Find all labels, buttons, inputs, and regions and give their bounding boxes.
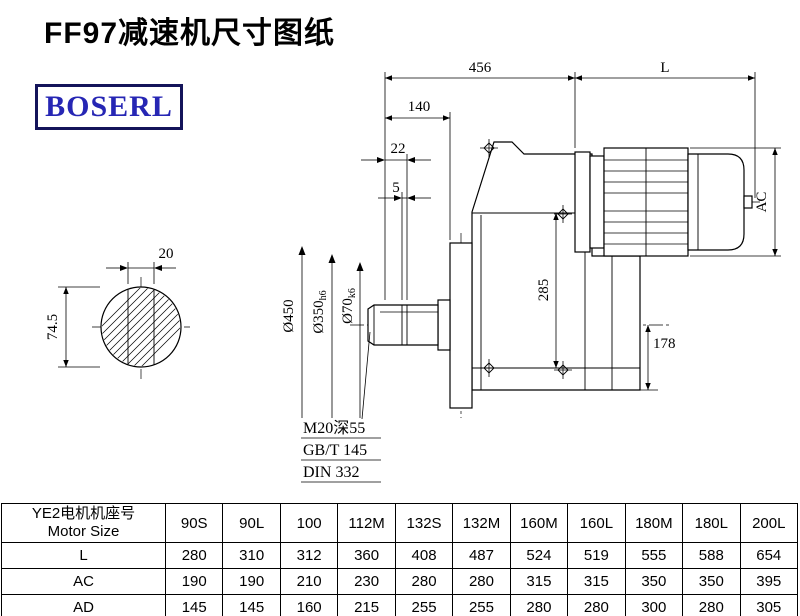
table-row: L 280 310 312 360 408 487 524 519 555 58…: [1, 542, 799, 569]
dim-label-motor-length: L: [660, 60, 669, 76]
cell: 312: [279, 542, 339, 569]
note-tapped-hole: M20深55: [303, 419, 365, 437]
cell: 305: [739, 594, 799, 616]
dimension-section-height: 74.5: [45, 286, 100, 368]
cell: 315: [509, 568, 569, 595]
row-label: AC: [1, 568, 166, 595]
cell: 280: [567, 594, 626, 616]
notes-block: M20深55 GB/T 145 DIN 332: [301, 331, 381, 483]
row-label: AD: [1, 594, 166, 616]
cell: 280: [394, 568, 454, 595]
dim-label-overall-width: 456: [469, 60, 492, 76]
diameter-callouts: Ø450 Ø350h6 Ø70k6: [281, 246, 364, 418]
motor-size-table: YE2电机机座号 Motor Size 90S 90L 100 112M 132…: [1, 503, 799, 616]
cell: 654: [739, 542, 799, 569]
column-header: 100: [279, 503, 339, 543]
cell: 588: [682, 542, 741, 569]
dimension-drawing: 20 74.5: [45, 60, 781, 483]
cell: 487: [452, 542, 511, 569]
dim-label-22: 22: [391, 141, 406, 157]
note-standard-gb: GB/T 145: [303, 442, 367, 459]
note-standard-din: DIN 332: [303, 464, 359, 481]
shaft-section-view: 20 74.5: [45, 246, 190, 379]
table-header-en: Motor Size: [47, 523, 120, 540]
cell: 300: [624, 594, 684, 616]
dim-label-178: 178: [653, 336, 676, 352]
column-header: 132S: [394, 503, 454, 543]
dim-label-flange-dia: Ø450: [281, 299, 297, 332]
table-header-row: YE2电机机座号 Motor Size 90S 90L 100 112M 132…: [1, 503, 799, 543]
cell: 210: [279, 568, 339, 595]
fan-cowl: [687, 153, 745, 251]
dimension-key-width: 20: [106, 246, 176, 284]
column-header: 160M: [509, 503, 569, 543]
cell: 524: [509, 542, 569, 569]
dim-label-140: 140: [408, 99, 431, 115]
cell: 190: [222, 568, 281, 595]
column-header: 180M: [624, 503, 684, 543]
column-header: 90L: [222, 503, 281, 543]
cell: 395: [739, 568, 799, 595]
cell: 408: [394, 542, 454, 569]
bolt-hole: [554, 361, 572, 379]
dim-label-section-height: 74.5: [45, 314, 61, 340]
cell: 360: [337, 542, 396, 569]
page-title: FF97减速机尺寸图纸: [44, 17, 336, 50]
dimensions: 456 L 140 22 5 AC 285: [361, 60, 781, 391]
cell: 350: [682, 568, 741, 595]
cell: 315: [567, 568, 626, 595]
bolt-hole: [480, 139, 498, 157]
table-row: AD 145 145 160 215 255 255 280 280 300 2…: [1, 594, 799, 616]
dim-label-spigot-dia: Ø350h6: [311, 290, 329, 333]
column-header: 90S: [164, 503, 224, 543]
cell: 310: [222, 542, 281, 569]
cell: 145: [164, 594, 224, 616]
cell: 280: [164, 542, 224, 569]
motor: [574, 147, 753, 257]
cell: 350: [624, 568, 684, 595]
dim-label-motor-od: AC: [754, 192, 770, 213]
table-corner-header: YE2电机机座号 Motor Size: [1, 503, 166, 543]
section-hatching: [102, 288, 180, 366]
dim-label-285: 285: [536, 279, 552, 302]
output-shaft: [367, 299, 451, 351]
cell: 555: [624, 542, 684, 569]
column-header: 160L: [567, 503, 626, 543]
dim-label-5: 5: [392, 180, 400, 196]
cell: 230: [337, 568, 396, 595]
dim-label-shaft-dia: Ø70k6: [340, 288, 358, 324]
table-header-cn: YE2电机机座号: [31, 505, 136, 522]
cell: 190: [164, 568, 224, 595]
dim-label-key-width: 20: [159, 246, 174, 262]
cell: 160: [279, 594, 339, 616]
column-header: 200L: [739, 503, 799, 543]
brand-logo-text: BOSERL: [45, 90, 173, 123]
cell: 519: [567, 542, 626, 569]
brand-logo: BOSERL: [35, 84, 183, 130]
cell: 215: [337, 594, 396, 616]
output-flange: [449, 242, 473, 409]
cell: 280: [509, 594, 569, 616]
cell: 255: [394, 594, 454, 616]
cell: 145: [222, 594, 281, 616]
bolt-hole: [480, 359, 498, 377]
cell: 280: [452, 568, 511, 595]
cell: 255: [452, 594, 511, 616]
table-row: AC 190 190 210 230 280 280 315 315 350 3…: [1, 568, 799, 595]
row-label: L: [1, 542, 166, 569]
column-header: 112M: [337, 503, 396, 543]
column-header: 132M: [452, 503, 511, 543]
column-header: 180L: [682, 503, 741, 543]
cell: 280: [682, 594, 741, 616]
